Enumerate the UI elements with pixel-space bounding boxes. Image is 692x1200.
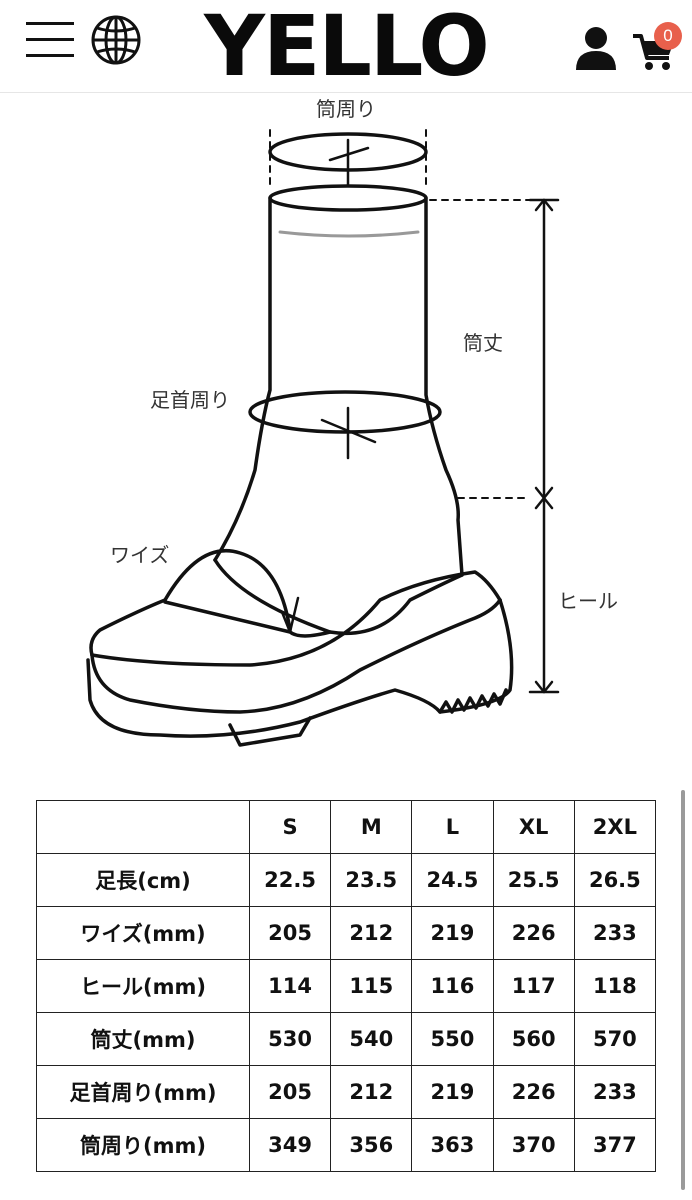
- table-cell: 550: [411, 1012, 494, 1066]
- table-cell: 370: [492, 1118, 575, 1172]
- table-cell: 233: [573, 1065, 657, 1119]
- table-row: 足首周り(mm) 205 212 219 226 233: [36, 1065, 657, 1119]
- table-row: 筒丈(mm) 530 540 550 560 570: [36, 1012, 657, 1066]
- table-cell: 226: [492, 1065, 575, 1119]
- table-cell: 205: [248, 1065, 332, 1119]
- table-cell: 115: [330, 959, 413, 1013]
- table-cell: 349: [248, 1118, 332, 1172]
- table-corner-cell: [36, 800, 250, 854]
- menu-icon[interactable]: [26, 20, 76, 60]
- row-label: 足長(cm): [36, 853, 250, 907]
- table-cell: 540: [330, 1012, 413, 1066]
- table-cell: 26.5: [573, 853, 657, 907]
- table-cell: 24.5: [411, 853, 494, 907]
- row-label: ヒール(mm): [36, 959, 250, 1013]
- table-cell: 212: [330, 1065, 413, 1119]
- table-cell: 570: [573, 1012, 657, 1066]
- row-label: ワイズ(mm): [36, 906, 250, 960]
- size-header: M: [330, 800, 413, 854]
- table-cell: 226: [492, 906, 575, 960]
- size-header: 2XL: [573, 800, 657, 854]
- size-header: S: [248, 800, 332, 854]
- label-top-circumference: 筒周り: [316, 97, 376, 121]
- table-cell: 233: [573, 906, 657, 960]
- label-shaft-height: 筒丈: [463, 331, 503, 355]
- cart-count-badge[interactable]: 0: [654, 22, 682, 50]
- boot-size-diagram: 筒周り 筒丈 足首周り ワイズ ヒール: [0, 93, 692, 760]
- table-cell: 25.5: [492, 853, 575, 907]
- table-cell: 23.5: [330, 853, 413, 907]
- site-logo[interactable]: YELLO: [204, 0, 490, 95]
- table-cell: 117: [492, 959, 575, 1013]
- table-cell: 205: [248, 906, 332, 960]
- table-row: ワイズ(mm) 205 212 219 226 233: [36, 906, 657, 960]
- label-heel: ヒール: [558, 589, 618, 613]
- row-label: 筒丈(mm): [36, 1012, 250, 1066]
- table-cell: 530: [248, 1012, 332, 1066]
- table-cell: 114: [248, 959, 332, 1013]
- size-header: XL: [492, 800, 575, 854]
- user-icon[interactable]: [574, 26, 618, 72]
- row-label: 筒周り(mm): [36, 1118, 250, 1172]
- label-width: ワイズ: [110, 543, 170, 567]
- table-cell: 116: [411, 959, 494, 1013]
- table-cell: 219: [411, 906, 494, 960]
- site-header: YELLO 0: [0, 0, 692, 93]
- row-label: 足首周り(mm): [36, 1065, 250, 1119]
- table-header-row: S M L XL 2XL: [36, 800, 657, 854]
- page-scrollbar[interactable]: [681, 790, 685, 1190]
- table-cell: 356: [330, 1118, 413, 1172]
- table-cell: 212: [330, 906, 413, 960]
- table-row: 足長(cm) 22.5 23.5 24.5 25.5 26.5: [36, 853, 657, 907]
- size-chart-table: S M L XL 2XL 足長(cm) 22.5 23.5 24.5 25.5 …: [36, 800, 657, 1172]
- table-cell: 363: [411, 1118, 494, 1172]
- size-header: L: [411, 800, 494, 854]
- label-ankle: 足首周り: [150, 388, 230, 412]
- table-cell: 22.5: [248, 853, 332, 907]
- table-cell: 118: [573, 959, 657, 1013]
- table-cell: 560: [492, 1012, 575, 1066]
- globe-icon[interactable]: [90, 14, 142, 66]
- table-cell: 219: [411, 1065, 494, 1119]
- table-cell: 377: [573, 1118, 657, 1172]
- boot-illustration: [86, 129, 560, 747]
- table-row: ヒール(mm) 114 115 116 117 118: [36, 959, 657, 1013]
- table-row: 筒周り(mm) 349 356 363 370 377: [36, 1118, 657, 1172]
